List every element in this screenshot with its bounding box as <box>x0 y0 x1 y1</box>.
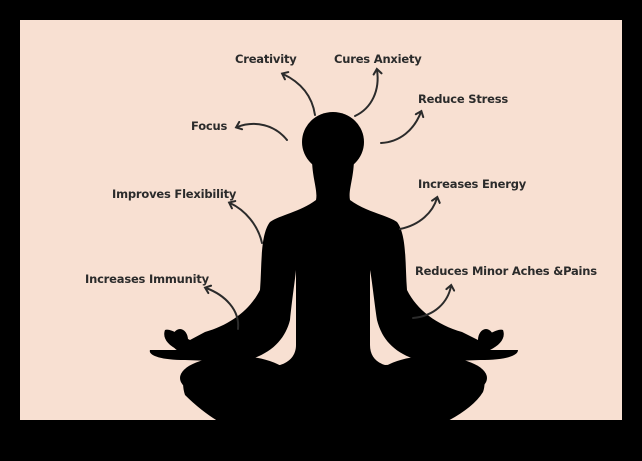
benefit-label-focus: Focus <box>191 119 228 133</box>
benefit-label-increases-immunity: Increases Immunity <box>85 272 209 286</box>
benefit-label-reduce-stress: Reduce Stress <box>418 92 509 106</box>
arrow-increases-immunity <box>203 284 240 330</box>
arrow-reduce-stress <box>380 109 425 144</box>
arrow-focus <box>234 120 288 141</box>
benefit-label-increases-energy: Increases Energy <box>418 177 527 191</box>
arrow-reduces-aches <box>412 283 456 319</box>
benefit-label-improves-flexibility: Improves Flexibility <box>112 187 237 201</box>
benefit-label-cures-anxiety: Cures Anxiety <box>334 52 422 66</box>
benefit-arrows <box>203 67 456 330</box>
silhouette-figure <box>149 112 518 420</box>
benefit-label-reduces-aches-pains: Reduces Minor Aches &Pains <box>415 264 597 278</box>
arrow-increases-energy <box>399 195 441 230</box>
arrow-creativity <box>280 71 316 116</box>
arrow-cures-anxiety <box>354 67 383 117</box>
benefit-label-creativity: Creativity <box>235 52 297 66</box>
arrow-improves-flexibility <box>227 200 263 244</box>
